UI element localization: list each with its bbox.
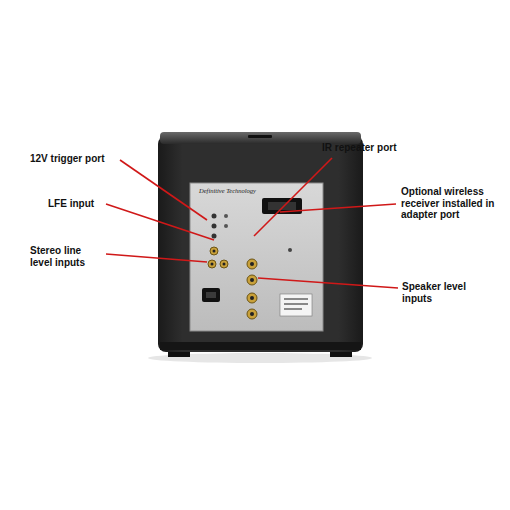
callout-label: Speaker level inputs [402,281,478,304]
back-panel [190,183,323,331]
leader-lines [106,158,398,288]
brand-text: Definitive Technology [199,187,256,194]
callout-label: IR repeater port [322,142,396,154]
callout-label: LFE input [48,198,94,210]
callout-label: Optional wireless receiver installed in … [401,186,505,221]
subwoofer-body [148,132,372,363]
callout-label: Stereo line level inputs [30,245,104,268]
callout-label: 12V trigger port [30,153,104,165]
